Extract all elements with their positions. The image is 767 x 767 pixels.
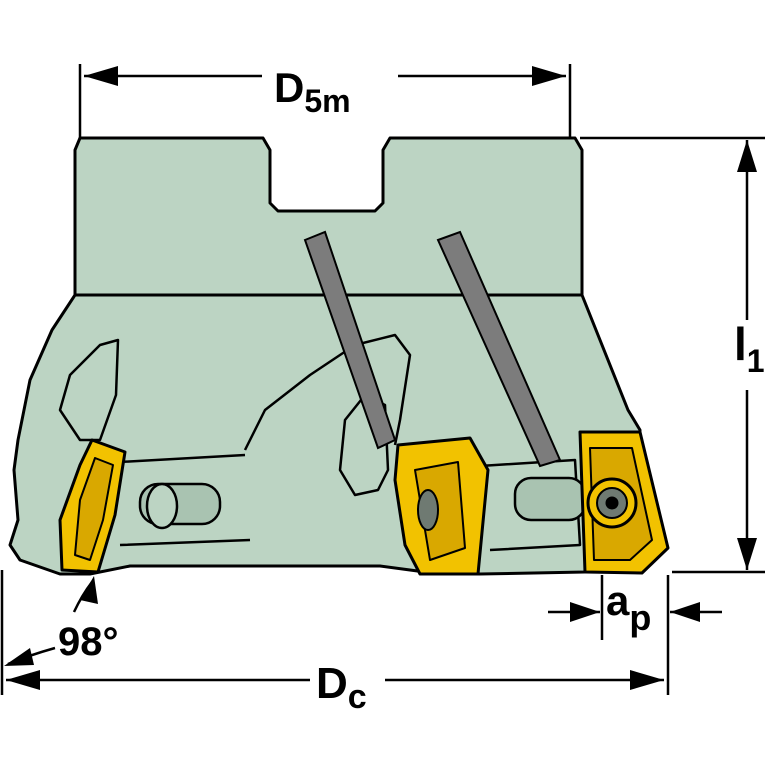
left-clamp-hole	[145, 482, 179, 530]
right-clamp	[513, 476, 587, 522]
coolant-stripe-1	[303, 230, 397, 450]
l1-arrow-bottom	[737, 538, 757, 570]
ap-arrow-left	[570, 602, 600, 622]
d5m-arrow-right	[532, 66, 566, 86]
dimension-labels: D5m l1 ap Dc 98°	[58, 64, 765, 716]
dc-arrow-right	[630, 670, 664, 690]
d5m-arrow-left	[84, 66, 118, 86]
l1-arrow-top	[737, 140, 757, 172]
insert-center	[393, 436, 490, 576]
insert-left	[58, 438, 127, 574]
left-flute-contour	[58, 338, 120, 442]
label-l1: l1	[734, 318, 765, 379]
coolant-stripe-2	[436, 230, 562, 468]
label-angle: 98°	[58, 620, 119, 664]
angle-arrow-upper	[80, 576, 98, 604]
center-screw-icon	[417, 489, 439, 531]
label-ap: ap	[606, 577, 651, 638]
body-contours	[58, 333, 582, 552]
center-flute-contour	[243, 333, 412, 451]
label-dc: Dc	[316, 659, 367, 716]
lower-ledge	[119, 453, 251, 547]
label-d5m: D5m	[274, 64, 351, 119]
insert-right	[578, 430, 670, 575]
ap-arrow-right	[670, 602, 700, 622]
insert-screws-side	[138, 476, 587, 530]
dimension-lines	[0, 64, 765, 695]
angle-arrow-lower	[4, 648, 34, 666]
coolant-channels	[303, 230, 562, 468]
dc-arrow-left	[6, 670, 40, 690]
